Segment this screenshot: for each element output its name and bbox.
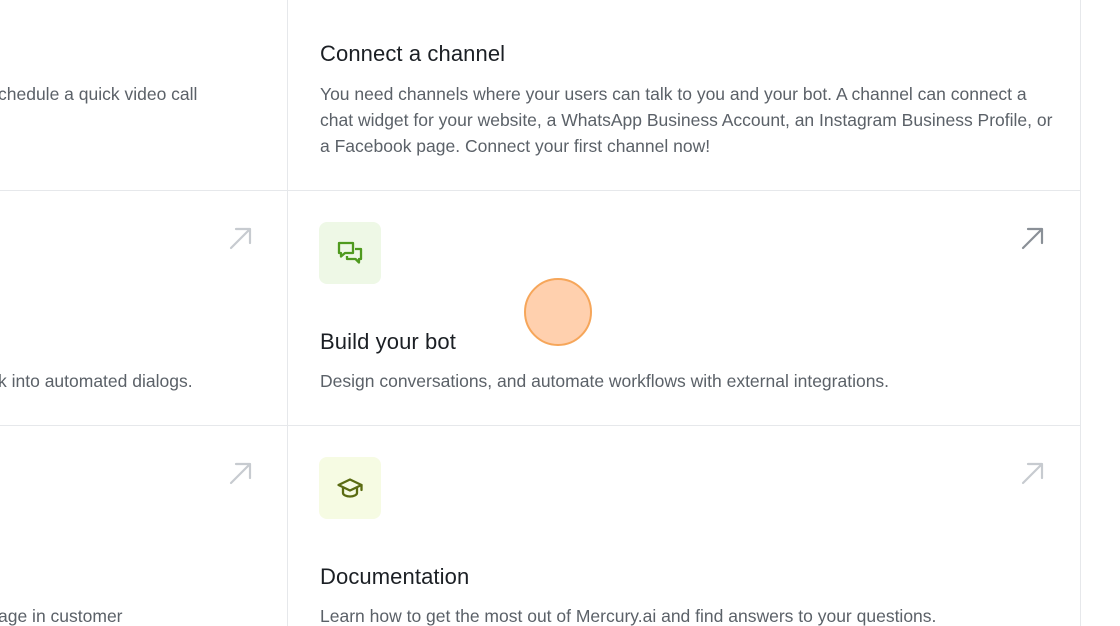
card-title: Documentation: [320, 564, 470, 589]
card-connect-channel[interactable]: Connect a channel You need channels wher…: [288, 0, 1080, 190]
graduation-cap-icon: [337, 478, 363, 498]
row-divider: [0, 425, 1081, 426]
external-link-arrow-icon: [229, 227, 252, 250]
card-left-middle[interactable]: k into automated dialogs.: [0, 191, 287, 425]
external-link-arrow-icon: [1021, 462, 1044, 485]
card-left-top[interactable]: chedule a quick video call: [0, 0, 287, 190]
card-description: k into automated dialogs.: [0, 371, 193, 391]
documentation-icon-tile: [319, 457, 381, 519]
card-description: chedule a quick video call: [0, 84, 198, 104]
card-description: Design conversations, and automate workf…: [320, 371, 890, 391]
right-border: [1080, 0, 1081, 626]
card-description: Learn how to get the most out of Mercury…: [320, 606, 937, 626]
card-documentation[interactable]: Documentation Learn how to get the most …: [288, 426, 1080, 626]
bot-icon-tile: [319, 222, 381, 284]
card-description: age in customer: [0, 606, 123, 626]
chat-bubbles-icon: [337, 241, 363, 264]
row-divider: [0, 190, 1081, 191]
card-build-bot[interactable]: Build your bot Design conversations, and…: [288, 191, 1080, 425]
external-link-arrow-icon: [229, 462, 252, 485]
column-divider: [287, 0, 288, 626]
card-left-bottom[interactable]: age in customer: [0, 426, 287, 626]
card-title: Connect a channel: [320, 41, 506, 66]
card-description: You need channels where your users can t…: [320, 84, 1053, 156]
card-title: Build your bot: [320, 329, 456, 354]
external-link-arrow-icon: [1021, 227, 1044, 250]
cursor-click-indicator: [524, 278, 592, 346]
